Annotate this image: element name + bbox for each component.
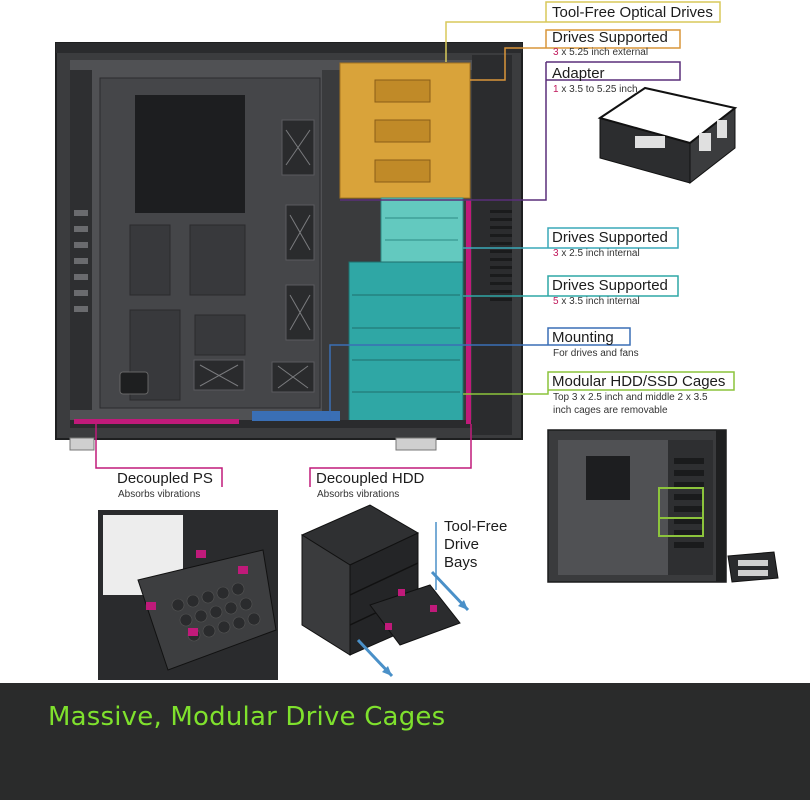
footer-banner	[0, 683, 810, 800]
psu-bay-closeup-image	[98, 510, 278, 680]
tool-free-bays-line3: Bays	[444, 554, 478, 571]
modular-sub-line1: Top 3 x 2.5 inch and middle 2 x 3.5	[553, 392, 708, 403]
small-case-image	[547, 429, 779, 583]
modular-title: Modular HDD/SSD Cages	[552, 373, 726, 390]
tool-free-bays-line1: Tool-Free	[444, 518, 508, 535]
decoupled-hdd-title: Decoupled HDD	[316, 470, 425, 487]
tool-free-bays-line2: Drive	[444, 536, 480, 553]
drives-35-text: x 3.5 inch internal	[558, 296, 640, 307]
drives-25-text: x 2.5 inch internal	[558, 248, 640, 259]
tool-free-optical-title: Tool-Free Optical Drives	[552, 4, 713, 21]
adapter-sub: 1 x 3.5 to 5.25 inch	[553, 84, 638, 96]
adapter-title: Adapter	[552, 65, 605, 82]
footer-title: Massive, Modular Drive Cages	[48, 702, 446, 732]
adapter-text: x 3.5 to 5.25 inch	[558, 84, 638, 95]
decoupled-ps-title: Decoupled PS	[117, 470, 213, 487]
drives-525-title: Drives Supported	[552, 29, 668, 46]
adapter-bracket-image	[597, 86, 738, 185]
drives-35-title: Drives Supported	[552, 277, 668, 294]
hdd-cage-closeup-image	[300, 504, 461, 656]
drives-25-title: Drives Supported	[552, 229, 668, 246]
drives-35-sub: 5 x 3.5 inch internal	[553, 296, 640, 308]
drives-525-sub: 3 x 5.25 inch external	[553, 47, 648, 59]
mounting-sub: For drives and fans	[553, 348, 639, 359]
adapter-count: 1	[553, 84, 559, 95]
mounting-title: Mounting	[552, 329, 614, 346]
modular-sub-line2: inch cages are removable	[553, 405, 668, 416]
drives-35-count: 5	[553, 296, 559, 307]
decoupled-ps-sub: Absorbs vibrations	[118, 489, 201, 500]
drives-525-count: 3	[553, 47, 559, 58]
decoupled-hdd-sub: Absorbs vibrations	[317, 489, 400, 500]
drives-525-text: x 5.25 inch external	[558, 47, 649, 58]
drives-25-count: 3	[553, 248, 559, 259]
drives-25-sub: 3 x 2.5 inch internal	[553, 248, 640, 260]
